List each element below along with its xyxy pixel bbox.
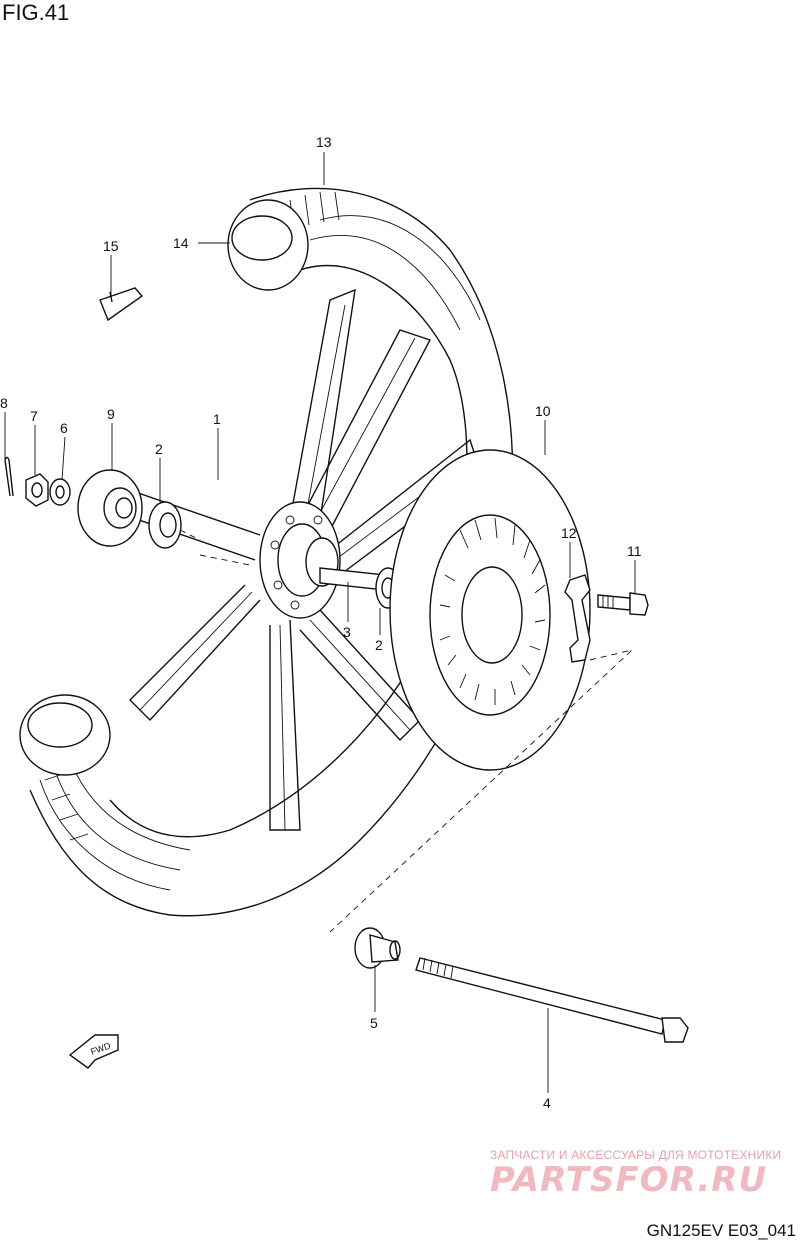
callout-numbers: 13 14 15 8 7 6 9 2 1 3 2 10 12 11 5 4 bbox=[0, 134, 642, 1111]
callout-1: 1 bbox=[213, 411, 221, 427]
brake-disc bbox=[389, 449, 591, 771]
callout-11: 11 bbox=[627, 543, 642, 559]
callout-8: 8 bbox=[0, 395, 8, 411]
speedometer-gearbox bbox=[77, 469, 143, 547]
callout-9: 9 bbox=[107, 406, 115, 422]
callout-4: 4 bbox=[543, 1095, 551, 1111]
front-axle bbox=[415, 957, 689, 1043]
callout-5: 5 bbox=[370, 1015, 378, 1031]
bearing-left bbox=[148, 501, 182, 549]
callout-15: 15 bbox=[103, 238, 119, 254]
callout-6: 6 bbox=[60, 420, 68, 436]
leader-lines bbox=[4, 152, 636, 1093]
washer bbox=[49, 478, 71, 506]
forward-direction-arrow: FWD bbox=[68, 1034, 119, 1069]
callout-2-right: 2 bbox=[375, 637, 383, 653]
disc-bolt bbox=[597, 592, 649, 616]
tire-section-bottom bbox=[19, 694, 111, 776]
balancer-weight bbox=[99, 287, 144, 322]
castle-nut bbox=[25, 473, 49, 507]
callout-2-left: 2 bbox=[155, 441, 163, 457]
callout-10: 10 bbox=[535, 403, 551, 419]
callout-13: 13 bbox=[316, 134, 332, 150]
axle-collar bbox=[354, 927, 401, 969]
callout-7: 7 bbox=[30, 408, 38, 424]
tire-section-top bbox=[227, 199, 309, 291]
callout-14: 14 bbox=[173, 235, 189, 251]
lock-washer-plate bbox=[564, 574, 591, 663]
wheel-hub bbox=[259, 501, 341, 619]
watermark-brand: PARTSFOR.RU bbox=[490, 1160, 768, 1200]
figure-code: GN125EV E03_041 bbox=[646, 1221, 796, 1240]
figure-title: FIG.41 bbox=[2, 0, 70, 25]
watermark-subtitle: ЗАПЧАСТИ И АКСЕССУАРЫ ДЛЯ МОТОТЕХНИКИ bbox=[490, 1148, 782, 1162]
callout-12: 12 bbox=[561, 525, 577, 541]
cotter-pin bbox=[4, 456, 14, 497]
callout-3: 3 bbox=[343, 624, 351, 640]
